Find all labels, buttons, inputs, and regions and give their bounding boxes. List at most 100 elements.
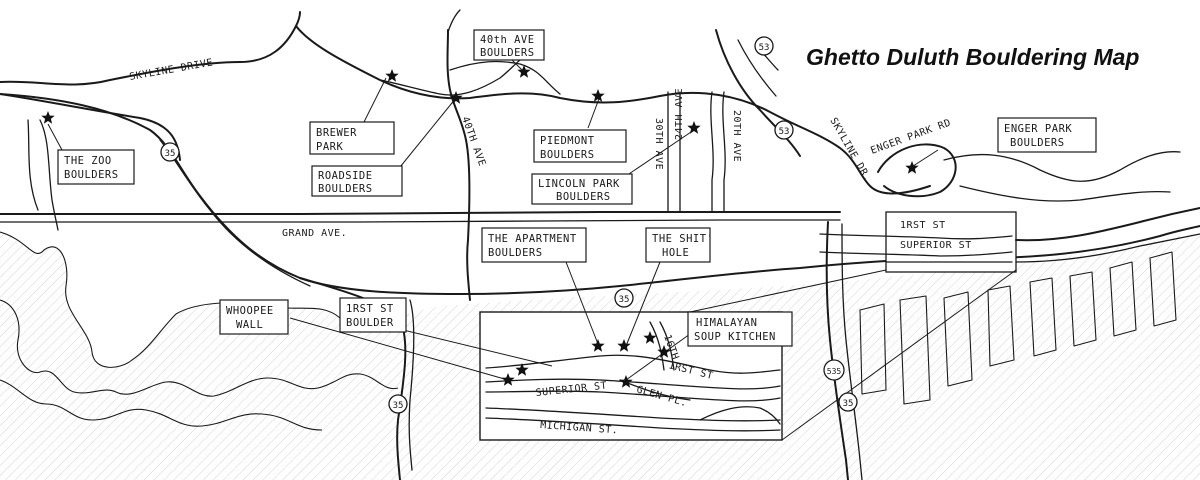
leader-lines <box>47 57 939 381</box>
svg-text:BREWER: BREWER <box>316 127 357 139</box>
hwy-53-road <box>715 29 801 157</box>
zoom-line-1 <box>689 269 887 313</box>
enger-park-rd-label: ENGER PARK RD <box>869 117 952 156</box>
i35-freeway-2 <box>159 139 311 287</box>
inset-i35 <box>699 406 781 425</box>
label-the-zoo-boulders: THE ZOO BOULDERS <box>57 149 135 185</box>
svg-text:ENGER PARK: ENGER PARK <box>1004 123 1072 135</box>
harbor-slips <box>859 251 1177 405</box>
east-connector-2 <box>1015 233 1200 263</box>
west-road-2 <box>39 119 59 231</box>
boulder-star-icon <box>657 345 671 358</box>
boulder-star-icon <box>591 339 605 352</box>
skyline-drive-label: SKYLINE DRIVE <box>129 57 214 83</box>
boulder-star-icon <box>449 91 463 104</box>
20th-ave-road-2 <box>722 91 726 213</box>
boulder-star-icon <box>643 331 657 344</box>
label-enger-park-boulders: ENGER PARK BOULDERS <box>997 117 1097 153</box>
i35-mid-shield: 35 <box>614 288 634 308</box>
inset-superior-st-2 <box>485 390 781 402</box>
skyline-drive-road-2 <box>295 25 931 195</box>
svg-text:53: 53 <box>779 127 790 137</box>
svg-text:BOULDERS: BOULDERS <box>540 149 595 161</box>
boulder-star-icon <box>687 121 701 134</box>
svg-text:WALL: WALL <box>236 319 263 331</box>
east-connector <box>1015 207 1200 242</box>
skyline-dr-label: SKYLINE DR. <box>827 116 872 184</box>
svg-text:SOUP KITCHEN: SOUP KITCHEN <box>694 331 776 343</box>
map-title: Ghetto Duluth Bouldering Map <box>806 44 1140 70</box>
label-40th-ave-boulders: 40th AVE BOULDERS <box>473 29 545 61</box>
svg-text:HIMALAYAN: HIMALAYAN <box>696 317 757 329</box>
i535-road <box>825 221 849 480</box>
svg-text:BOULDERS: BOULDERS <box>480 47 535 59</box>
i535-shield: 535 <box>823 359 845 381</box>
svg-text:BOULDERS: BOULDERS <box>488 247 543 259</box>
svg-text:BOULDER: BOULDER <box>346 317 394 329</box>
svg-text:535: 535 <box>827 367 842 376</box>
north-spur <box>447 9 461 33</box>
i35-south-shield: 35 <box>838 392 858 412</box>
north-loop <box>449 60 561 95</box>
label-lincoln-park-boulders: LINCOLN PARK BOULDERS <box>531 173 633 205</box>
svg-text:35: 35 <box>843 399 854 409</box>
boulder-star-icon <box>619 375 633 388</box>
east-inset-roads <box>819 233 1013 263</box>
south-road-2 <box>408 299 415 471</box>
svg-text:THE ZOO: THE ZOO <box>64 155 112 167</box>
hwy-53-shield: 53 <box>754 36 774 56</box>
shoreline-west <box>0 299 399 397</box>
svg-text:BOULDERS: BOULDERS <box>556 191 611 203</box>
boulder-star-icon <box>617 339 631 352</box>
i35-west-shield: 35 <box>160 142 180 162</box>
svg-text:THE SHIT': THE SHIT' <box>652 233 713 245</box>
inset-michigan-st <box>485 407 781 422</box>
label-the-shit-hole: THE SHIT' HOLE <box>645 227 713 263</box>
label-roadside-boulders: ROADSIDE BOULDERS <box>311 165 403 197</box>
svg-text:BOULDERS: BOULDERS <box>1010 137 1065 149</box>
boulder-star-icon <box>591 89 605 102</box>
shoreline-west-2 <box>0 379 323 431</box>
enger-park-road <box>943 151 1181 182</box>
boulder-star-icon <box>515 363 529 376</box>
20th-ave-label: 20TH AVE <box>731 110 742 162</box>
svg-text:35: 35 <box>393 401 404 411</box>
label-himalayan-soup-kitchen: HIMALAYAN SOUP KITCHEN <box>687 311 793 347</box>
svg-text:THE APARTMENT: THE APARTMENT <box>488 233 577 245</box>
20th-ave-road <box>710 91 714 213</box>
svg-text:40th AVE: 40th AVE <box>480 34 535 46</box>
svg-text:PIEDMONT: PIEDMONT <box>540 135 595 147</box>
boulder-star-icon <box>385 69 399 82</box>
south-road-1 <box>299 277 407 480</box>
hillside-road <box>379 59 521 96</box>
svg-text:35: 35 <box>619 295 630 305</box>
40th-ave-north <box>446 29 471 301</box>
label-1rst-st-boulder: 1RST ST BOULDER <box>339 297 407 333</box>
boulder-star-icon <box>517 65 531 78</box>
svg-text:LINCOLN PARK: LINCOLN PARK <box>538 178 620 190</box>
hwy-53-north <box>737 39 777 97</box>
svg-text:53: 53 <box>759 43 770 53</box>
enger-park-loop <box>877 143 957 198</box>
first-st-east-label: 1RST ST <box>900 220 946 231</box>
boulder-star-icon <box>41 111 55 124</box>
superior-st-east-label: SUPERIOR ST <box>900 240 972 251</box>
24th-ave-label: 24TH AVE <box>674 88 685 140</box>
svg-text:PARK: PARK <box>316 141 343 153</box>
boulder-star-icon <box>905 161 919 174</box>
label-brewer-park: BREWER PARK <box>309 121 395 155</box>
svg-text:BOULDERS: BOULDERS <box>64 169 119 181</box>
inset-16th <box>649 321 665 371</box>
grand-ave-label: GRAND AVE. <box>282 228 347 239</box>
i35-freeway <box>0 93 1200 295</box>
west-road-3 <box>27 119 39 211</box>
40th-ave-label: 40TH AVE <box>459 115 487 168</box>
svg-text:1RST ST: 1RST ST <box>346 303 394 315</box>
svg-text:ROADSIDE: ROADSIDE <box>318 170 373 182</box>
inset-16th-2 <box>659 321 675 371</box>
inset-superior-st <box>485 378 781 390</box>
hwy-53-lower-shield: 53 <box>774 120 794 140</box>
skyline-drive-road <box>0 11 301 86</box>
